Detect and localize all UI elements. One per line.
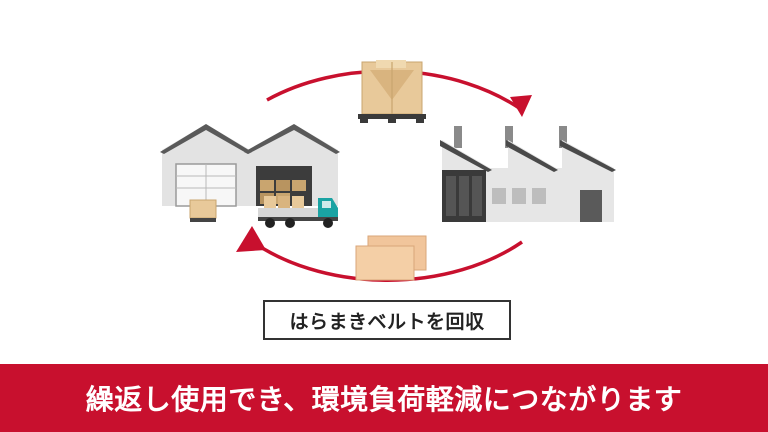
cycle-illustration bbox=[160, 60, 616, 282]
factory-icon bbox=[440, 126, 616, 222]
bottom-arrowhead-icon bbox=[236, 226, 266, 252]
banner-text: 繰返し使用でき、環境負荷軽減につながります bbox=[85, 383, 683, 416]
collect-belt-label: はらまきベルトを回収 bbox=[263, 300, 511, 340]
collect-belt-text: はらまきベルトを回収 bbox=[289, 310, 485, 333]
truck-icon bbox=[258, 196, 338, 228]
bottom-banner: 繰返し使用でき、環境負荷軽減につながります bbox=[0, 364, 768, 432]
pallet-icon bbox=[358, 60, 426, 123]
belt-sheets-icon bbox=[355, 235, 427, 281]
warehouse-icon bbox=[160, 124, 340, 222]
top-arrowhead-icon bbox=[510, 95, 532, 117]
